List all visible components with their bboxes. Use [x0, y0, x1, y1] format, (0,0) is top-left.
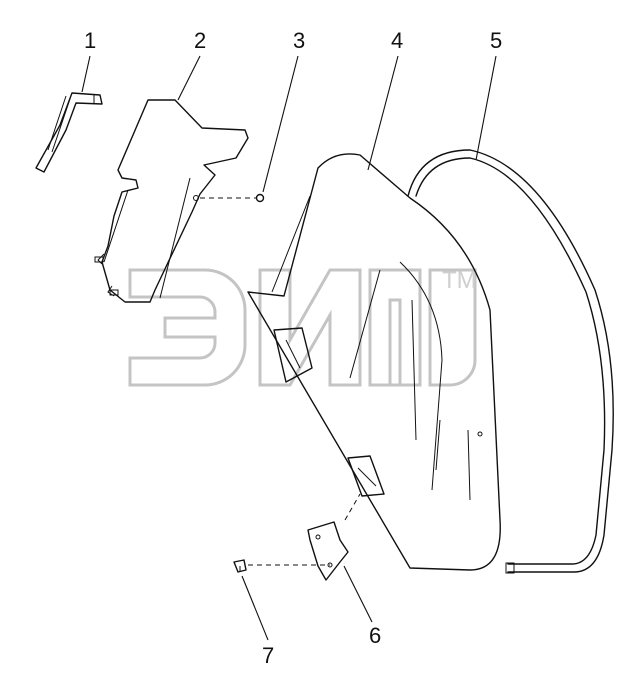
callout-5: 5 — [490, 28, 502, 53]
callout-3: 3 — [293, 28, 305, 53]
part-6-bracket — [307, 493, 373, 623]
callout-labels: 1 2 3 4 5 6 7 — [84, 28, 502, 668]
trademark-mark: TM — [442, 267, 477, 294]
callout-7: 7 — [262, 643, 274, 668]
callout-2: 2 — [194, 28, 206, 53]
watermark-logo: TM — [128, 267, 477, 387]
part-2-cover-plate — [94, 55, 249, 303]
part-5-seal — [407, 55, 614, 574]
callout-4: 4 — [391, 28, 403, 53]
callout-6: 6 — [369, 623, 381, 648]
part-1-bent-strip — [35, 55, 103, 173]
part-4-glass-pane — [247, 55, 501, 571]
callout-1: 1 — [84, 28, 96, 53]
part-7-screw — [233, 559, 330, 641]
part-3-pin — [200, 55, 299, 203]
